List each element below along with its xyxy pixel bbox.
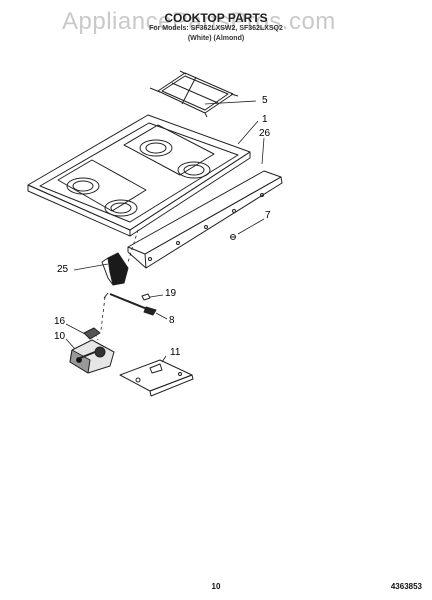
burner-valve <box>69 339 115 374</box>
end-cap-bracket <box>101 252 129 286</box>
callout-16: 16 <box>54 316 66 327</box>
diagram-title: COOKTOP PARTS <box>164 11 268 25</box>
watermark-text: AppliancePartsPros.com <box>62 8 336 35</box>
leader-lines <box>65 100 265 363</box>
callout-10: 10 <box>54 331 66 342</box>
spark-switch <box>83 327 101 340</box>
document-number: 4363853 <box>390 582 422 591</box>
callout-11: 11 <box>170 347 181 358</box>
valve-mounting-bracket <box>119 359 194 397</box>
burner-grate <box>149 70 239 118</box>
callout-1: 1 <box>262 114 268 125</box>
page-number: 10 <box>211 582 221 591</box>
callout-7: 7 <box>265 210 271 221</box>
callout-19: 19 <box>165 288 177 299</box>
screw <box>230 234 236 240</box>
callout-5: 5 <box>262 95 268 106</box>
callout-25: 25 <box>57 264 69 275</box>
electrode-assembly <box>103 292 157 316</box>
color-variants: (White) (Almond) <box>187 35 245 42</box>
cooktop-main-top <box>27 114 251 237</box>
model-numbers: For Models: SF362LXSW2, SF362LXSQ2 <box>149 25 283 32</box>
callout-8: 8 <box>169 315 175 326</box>
front-manifold-panel <box>127 170 283 269</box>
callout-26: 26 <box>259 128 271 139</box>
